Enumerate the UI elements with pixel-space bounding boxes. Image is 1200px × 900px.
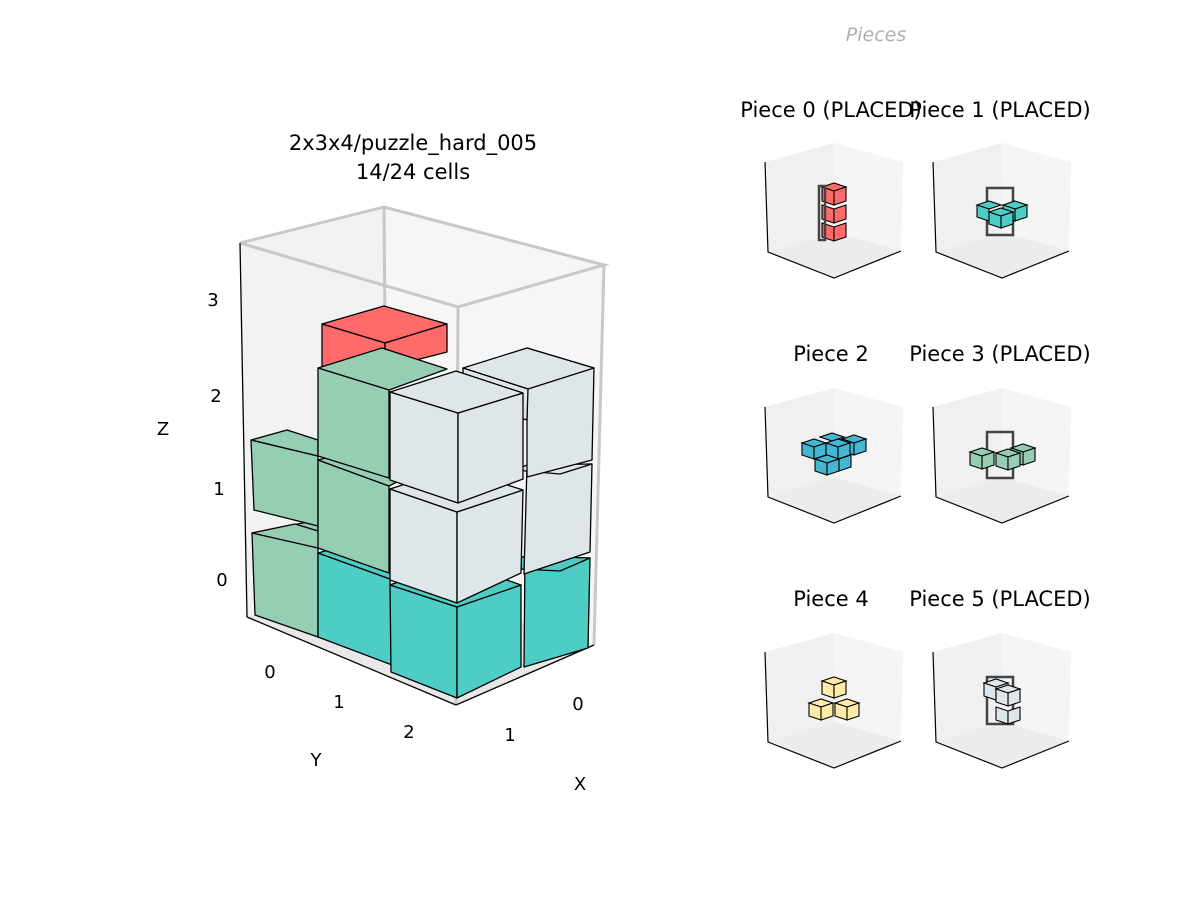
z-axis-label: Z [157,419,169,440]
piece-preview-4[interactable]: Piece 4 [764,587,903,769]
y-tick-0: 0 [264,662,275,683]
pane [933,388,1003,497]
piece-cubes [982,678,1022,725]
piece-title-3: Piece 3 (PLACED) [909,342,1090,366]
pane [936,477,1069,523]
piece-preview-3[interactable]: Piece 3 (PLACED) [909,342,1091,524]
axes-frame [932,406,1070,524]
piece-cubes [800,432,868,476]
z-tick-0: 0 [216,570,227,591]
x-axis-label: X [574,774,586,795]
axes-frame [764,651,902,769]
piece-title-0: Piece 0 (PLACED) [740,98,921,122]
pane [1002,388,1071,496]
axes-frame [764,161,902,279]
z-tick-3: 3 [207,290,218,311]
axes-frame [932,161,1070,279]
piece-title-2: Piece 2 [793,342,868,366]
piece-cubes [975,200,1029,229]
x-axis-ticks: 0 1 [504,694,583,746]
pane [936,722,1069,768]
pane [768,477,901,523]
pane [834,388,903,496]
pane [933,143,1003,252]
piece-preview-1[interactable]: Piece 1 (PLACED) [909,98,1091,279]
placed-cubes [250,305,595,699]
y-tick-1: 1 [333,692,344,713]
z-axis-ticks: 0 1 2 3 [207,290,227,591]
piece-cubes [807,676,861,721]
cube-piece-5 [389,370,524,504]
y-axis-ticks: 0 1 2 [264,662,414,743]
cube-piece-1 [389,561,522,699]
pane [768,722,901,768]
pane [768,232,901,278]
pane [936,232,1069,278]
z-tick-2: 2 [210,386,221,407]
pane [834,143,903,251]
axes-frame [932,651,1070,769]
puzzle-title: 2x3x4/puzzle_hard_005 [289,131,537,156]
main-3d-view[interactable]: 2x3x4/puzzle_hard_005 14/24 cells [157,131,610,795]
y-tick-2: 2 [403,722,414,743]
x-tick-0: 0 [572,694,583,715]
y-axis-label: Y [310,750,323,771]
piece-preview-0[interactable]: Piece 0 (PLACED) [740,98,922,279]
pane [1002,143,1071,251]
axes-frame [764,406,902,524]
pieces-panel-heading: Pieces [846,24,907,46]
piece-preview-2[interactable]: Piece 2 [764,342,903,524]
progress-counter: 14/24 cells [356,160,470,184]
x-tick-1: 1 [504,725,515,746]
bounding-box-marker [817,184,827,242]
piece-title-1: Piece 1 (PLACED) [909,98,1090,122]
axis-lines [239,242,595,706]
piece-cubes [968,443,1037,471]
z-tick-1: 1 [213,479,224,500]
piece-preview-5[interactable]: Piece 5 (PLACED) [909,587,1091,769]
cube-piece-3 [250,429,319,527]
pane [765,143,835,252]
pane [933,633,1003,742]
piece-title-5: Piece 5 (PLACED) [909,587,1090,611]
cube-piece-3 [317,347,448,479]
piece-title-4: Piece 4 [793,587,868,611]
